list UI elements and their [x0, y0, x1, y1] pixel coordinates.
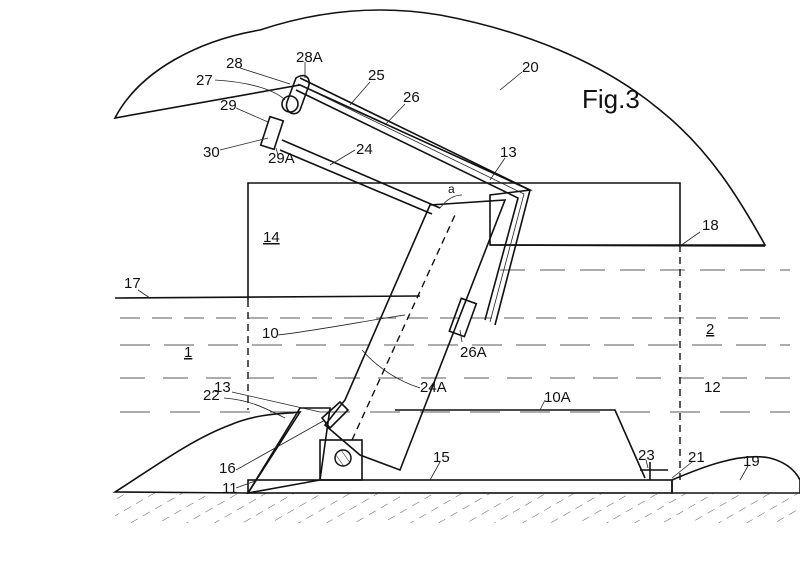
label-30: 30: [203, 144, 220, 161]
pipe-26a: [448, 297, 478, 338]
nozzle-27: [281, 95, 299, 113]
angle-a-arc: [439, 194, 463, 209]
label-25: 25: [368, 67, 385, 84]
seabed: [115, 493, 800, 523]
label-2: 2: [706, 321, 714, 338]
leader-lines: [137, 62, 749, 489]
wedge-11: [246, 407, 331, 495]
outline-10a: [395, 409, 646, 479]
label-29: 29: [220, 97, 237, 114]
label-23: 23: [638, 447, 655, 464]
label-20: 20: [522, 59, 539, 76]
label-13-top: 13: [500, 144, 517, 161]
clamp-23: [640, 462, 668, 480]
label-1: 1: [184, 344, 192, 361]
label-29a: 29A: [268, 150, 295, 167]
pipe-25-26: [295, 77, 531, 326]
label-22: 22: [203, 387, 220, 404]
water-surface-17: [114, 295, 421, 299]
figure-title: Fig.3: [582, 84, 640, 114]
ground-19: [671, 455, 800, 494]
label-28: 28: [226, 55, 243, 72]
head-29-30: [259, 115, 285, 151]
ground-22: [112, 410, 302, 494]
hinge-pin-icon: [334, 449, 352, 467]
label-10: 10: [262, 325, 279, 342]
label-24: 24: [356, 141, 373, 158]
arm-10: [323, 199, 507, 472]
head-27-28: [285, 74, 310, 115]
label-16: 16: [219, 460, 236, 477]
label-21: 21: [688, 449, 705, 466]
label-15: 15: [433, 449, 450, 466]
pipe-24: [279, 139, 441, 215]
label-18: 18: [702, 217, 719, 234]
channel-24a: [351, 214, 456, 441]
label-27: 27: [196, 72, 213, 89]
label-19: 19: [743, 453, 760, 470]
label-24a: 24A: [420, 379, 447, 396]
label-11: 11: [222, 480, 238, 497]
label-angle-a: a: [448, 182, 455, 196]
water-lines: [120, 269, 790, 413]
label-10a: 10A: [544, 389, 571, 406]
hinge-bracket: [319, 439, 363, 481]
water-surface-18: [489, 244, 766, 247]
seal-16: [320, 400, 350, 430]
label-17: 17: [124, 275, 141, 292]
label-26a: 26A: [460, 344, 487, 361]
hill-overburden: [113, 9, 767, 246]
label-12: 12: [704, 379, 721, 396]
block-14: [247, 182, 681, 300]
label-13-low: 13: [214, 379, 231, 396]
base-plate-15: [247, 479, 673, 494]
label-14: 14: [263, 229, 280, 246]
label-28a: 28A: [296, 49, 323, 66]
label-26: 26: [403, 89, 420, 106]
